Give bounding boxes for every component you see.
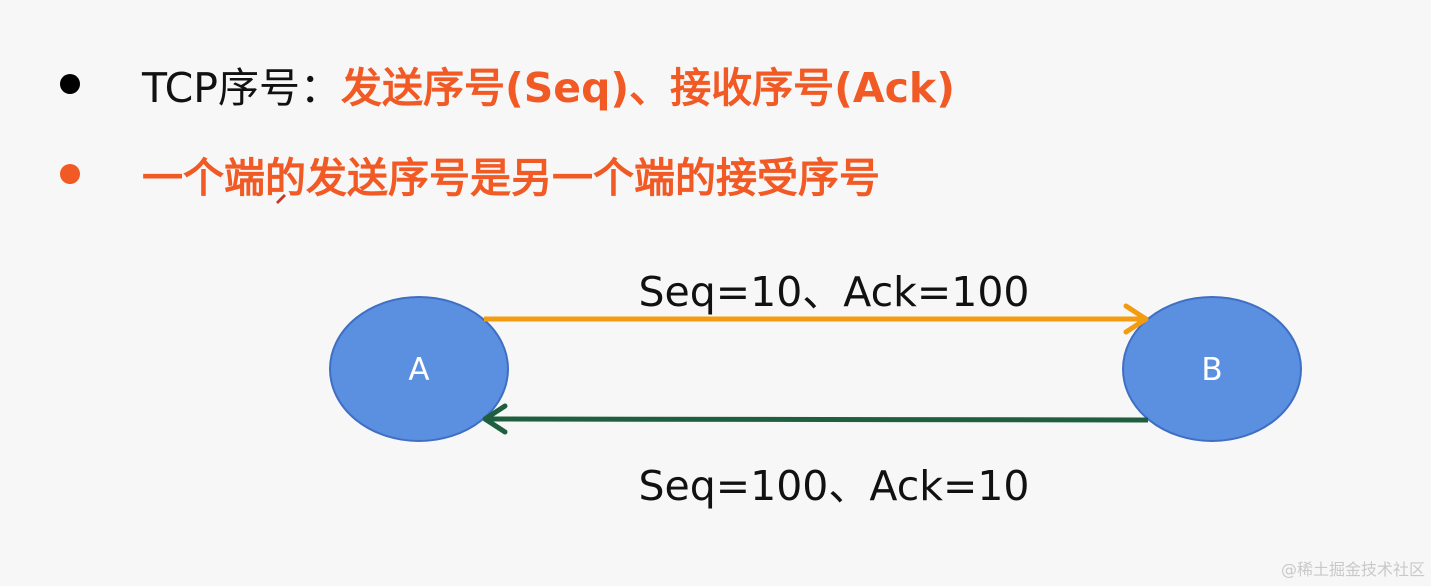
edge-label-a-to-b: Seq=10、Ack=100 <box>638 268 1030 316</box>
watermark: @稀土掘金技术社区 <box>1280 560 1425 579</box>
node-a-label: A <box>408 352 430 388</box>
bullet-line-tcp-seq: TCP序号： 发送序号(Seq)、接收序号(Ack) <box>60 55 955 113</box>
node-a-ellipse <box>329 296 509 442</box>
edge-label-b-to-a: Seq=100、Ack=10 <box>638 462 1030 510</box>
bullet-prefix: TCP序号： <box>142 64 341 112</box>
node-b-label: B <box>1201 352 1223 388</box>
bullet-statement: 一个端的发送序号是另一个端的接受序号 <box>142 154 880 202</box>
arrow-b-to-a <box>482 403 1149 435</box>
bullet-highlight: 发送序号(Seq)、接收序号(Ack) <box>341 64 955 112</box>
bullet-dot-orange <box>60 164 80 184</box>
bullet-line-send-recv: 一个端的发送序号是另一个端的接受序号 <box>60 145 880 203</box>
arrow-a-to-b <box>484 303 1149 335</box>
node-b-ellipse <box>1122 296 1302 442</box>
pen-cursor-icon <box>276 194 286 204</box>
bullet-dot-black <box>60 74 80 94</box>
